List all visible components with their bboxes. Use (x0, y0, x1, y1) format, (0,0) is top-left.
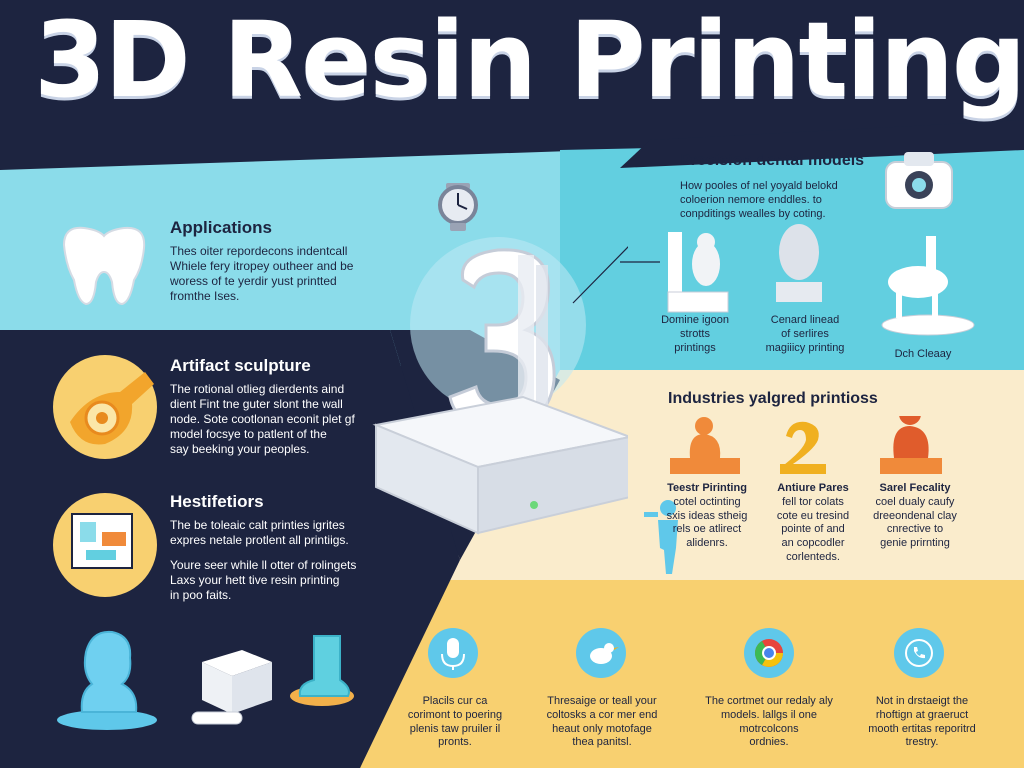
tooth-icon (62, 226, 146, 306)
dental-item-caption: strotts (680, 327, 710, 340)
bird-icon (576, 628, 626, 678)
bottom-item-text: Not in drstaeigt the (875, 695, 969, 707)
printed-boot-icon (290, 635, 354, 706)
applications-text-line: fromthe Ises. (170, 289, 240, 303)
dental-text-line: How pooles of nel yoyald belokd (680, 180, 838, 192)
gear-icon (53, 355, 157, 459)
bottom-item-text: plenis taw pruiler il (409, 722, 501, 735)
bottom-item-text: thea panitsl. (572, 736, 632, 749)
industry-item-text: rels oe atlirect (672, 523, 742, 536)
bottom-item-text: rhoftign at graeruct (875, 708, 969, 721)
hestifetiors-text-line: in poo faits. (170, 588, 232, 602)
page-title: 3D Resin Printing (34, 0, 1024, 121)
printed-objects-row (57, 630, 354, 730)
camera-icon (885, 152, 953, 209)
bottom-item-text: Placils cur ca (422, 695, 488, 707)
bottom-item-text: Thresaige or teall your (547, 695, 657, 707)
bottom-item-text: models. lallgs il one (721, 708, 817, 721)
carved-figure-icon (880, 416, 942, 474)
bottom-item-text: motrcolcons (739, 722, 799, 735)
industry-item-text: genie prirnting (880, 537, 950, 549)
industry-item-text: cotel octinting (673, 495, 741, 508)
stopwatch-icon (438, 183, 478, 231)
room-scene-icon (53, 493, 157, 597)
industry-item-text: alidenrs. (686, 537, 728, 549)
artifact-text-line: The rotional otlieg dierdents aind (170, 382, 345, 396)
artifact-text-line: say beeking your peoples. (170, 442, 310, 456)
head-bust-icon (776, 224, 822, 302)
hestifetiors-text-line: Youre seer while ll otter of rolingets (170, 558, 357, 572)
dental-item-caption: of serlires (781, 327, 829, 340)
dental-item-caption: Domine igoon (661, 314, 729, 326)
bust-sculpture-icon (57, 630, 157, 730)
industry-item-text: pointe of and (781, 523, 845, 536)
bottom-item-text: trestry. (905, 736, 939, 749)
dental-text-line: coloerion nemore enddles. to (680, 193, 822, 206)
hestifetiors-text-line: expres netale protlent all printiigs. (170, 533, 349, 547)
dental-text-line: conpditings wealles by coting. (680, 207, 826, 220)
phone-icon (894, 628, 944, 678)
bottom-item-text: corimont to poering (407, 708, 503, 721)
artifact-text-line: model focsye to patlent of the (170, 427, 327, 441)
hestifetiors-text-line: The be toleaic calt printies igrites (170, 518, 345, 532)
artifact-text-line: node. Sote cootlonan econit plet gf (170, 412, 355, 426)
industries-heading: Industries yalgred printioss (668, 390, 878, 407)
industry-item-text: cote eu tresind (776, 509, 850, 522)
white-cube-printer-icon (191, 650, 272, 725)
artifact-heading: Artifact sculpture (170, 356, 311, 375)
figurine-model-icon (667, 232, 729, 313)
applications-text-line: Thes oiter repordecons indentcall (170, 244, 348, 258)
industry-item-title: Antiure Pares (777, 482, 849, 494)
applications-text-line: woress of te yerdir yust printted (170, 274, 337, 288)
industry-item-text: dreeondenal clay (873, 509, 957, 522)
yellow-panel (360, 580, 1024, 768)
resin-printer-illustration (372, 183, 628, 535)
chrome-icon (744, 628, 794, 678)
dental-item-caption: Dch Cleaay (894, 348, 952, 360)
dental-item-caption: printings (674, 341, 716, 354)
artifact-text-line: dient Fint tne guter slont the wall (170, 397, 343, 411)
industries-figures-row (644, 416, 942, 574)
person-silhouette-icon (644, 500, 678, 574)
llama-figure-icon (881, 236, 975, 336)
number-two-icon (780, 421, 826, 474)
industry-item-text: an copcodler (781, 537, 845, 549)
industry-item-title: Teestr Pirinting (667, 482, 747, 494)
hestifetiors-heading: Hestifetiors (170, 492, 264, 511)
bottom-item-text: mooth ertitas reporitrd (868, 722, 976, 735)
applications-heading: Applications (170, 218, 273, 237)
bottom-item-text: The cortmet our redaly aly (705, 695, 833, 707)
hestifetiors-text-line: Laxs your hett tive resin printing (170, 573, 340, 587)
industry-item-text: corlenteds. (786, 550, 840, 563)
industry-item-title: Sarel Fecality (879, 482, 951, 494)
dental-models-row (620, 224, 975, 336)
status-led-icon (530, 501, 538, 509)
bottom-item-text: heaut only motofage (552, 722, 652, 735)
navy-diagonal-band (620, 120, 1024, 168)
bottom-item-text: coltosks a cor mer end (546, 708, 658, 721)
seated-figure-icon (670, 417, 740, 474)
industry-item-text: coel dualy caufy (875, 495, 955, 508)
industry-item-text: cnrective to (886, 523, 944, 536)
industry-item-text: sxis ideas stheig (666, 509, 748, 522)
industry-item-text: fell tor colats (782, 495, 844, 508)
dental-item-caption: Cenard linead (770, 314, 840, 326)
bottom-item-text: ordnies. (749, 736, 789, 749)
printed-number-three (448, 248, 556, 429)
microphone-icon (428, 628, 478, 678)
dental-item-caption: magiiicy printing (765, 341, 845, 354)
bottom-item-text: pronts. (438, 736, 472, 749)
dental-heading: Precision dental models (680, 152, 865, 169)
applications-text-line: Whiele fery itropey outheer and be (170, 259, 354, 273)
